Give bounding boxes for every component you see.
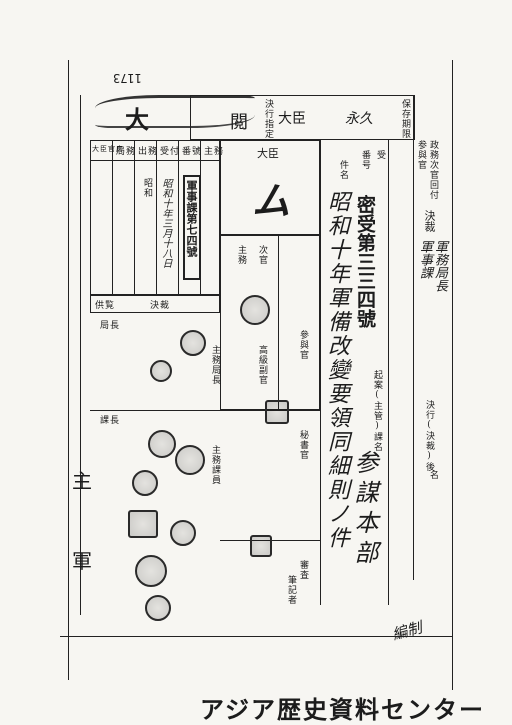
remarks-label: 審査 — [298, 560, 308, 580]
right-note-2: 軍事課 — [417, 240, 432, 279]
header-scribble — [95, 95, 255, 128]
vice-divider — [278, 235, 279, 410]
seal-11 — [250, 535, 272, 557]
document-subject: 昭和十年軍備改變要領同細則ノ件 — [324, 190, 349, 550]
left-grid-rule-mid — [90, 410, 220, 411]
affairs-label: 主務 — [236, 245, 246, 265]
left-grid-header-rule — [90, 160, 220, 161]
number-label: 番号 — [360, 150, 370, 170]
left-margin-line — [68, 60, 69, 680]
bureau-chief-label: 局長 — [100, 321, 121, 331]
right-label-2: 参與官 — [416, 140, 426, 170]
subject-rule-left — [320, 140, 321, 605]
seal-3 — [150, 360, 172, 382]
right-label-3: 回付 — [428, 180, 438, 200]
decision-label-right: 決裁 — [423, 210, 436, 232]
document-number: 1173 — [113, 71, 142, 85]
remarks-sub: 筆記者 — [286, 575, 296, 605]
seal-8 — [128, 510, 158, 538]
left-grid-header-5: 局務 — [116, 147, 137, 157]
minister-box — [220, 140, 320, 235]
seal-2 — [180, 330, 206, 356]
retention-label: 保存期限 — [400, 99, 410, 139]
right-label-1: 政務次官 — [428, 140, 438, 180]
minister-seal: ム — [252, 178, 291, 223]
minister-label: 大臣 — [257, 147, 279, 160]
left-grid-header-4: 出務 — [138, 147, 159, 157]
subject-rule-right — [388, 140, 389, 605]
margin-mark-1: 主 — [72, 469, 92, 493]
vice-label: 次官 — [257, 245, 267, 265]
header-block — [190, 95, 415, 140]
middle-rule-1 — [220, 410, 320, 411]
section-stamp-text: 軍事課第七四號 — [185, 180, 198, 257]
archive-footer: アジア歴史資料センター — [200, 696, 486, 724]
left-grid-header-6: 大臣官房 — [92, 145, 124, 153]
right-margin-line — [452, 60, 453, 690]
date-label: 昭和 — [142, 178, 152, 198]
affairs-chief-label: 主務局長 — [210, 345, 220, 385]
left-grid-header-3: 受付 — [160, 147, 181, 157]
handwritten-top: 大 — [125, 105, 149, 134]
seal-10 — [135, 555, 167, 587]
right-bottom-note: 名 — [428, 470, 438, 480]
left-grid-header-1: 主務 — [204, 147, 225, 157]
seal-4 — [265, 400, 289, 424]
subject-label: 件名 — [338, 160, 348, 180]
left-grid-date: 昭和十年三月十八日 — [160, 178, 171, 268]
receipt-label: 受 — [375, 150, 385, 160]
left-grid-header-2: 番號 — [182, 147, 203, 157]
origin-label: 起案(主管)課名 — [372, 370, 382, 452]
section-stamp — [183, 175, 201, 280]
right-column-rule — [413, 95, 414, 580]
circulation-row — [90, 295, 220, 313]
circulation-label-1: 決裁 — [150, 301, 171, 311]
chief-label: 高級副官 — [257, 345, 267, 385]
left-grid-col-1 — [112, 140, 113, 295]
document-number-stamp: 密受第三三四號 — [354, 195, 376, 328]
execution-label: 決行(決裁)後 — [424, 400, 434, 472]
seal-12 — [145, 595, 171, 621]
seal-7 — [132, 470, 158, 496]
affairs-staff-label: 主務課員 — [210, 445, 220, 485]
decision-label: 決行指定 — [263, 99, 273, 139]
seal-9 — [170, 520, 196, 546]
inspection-label: 閲 — [230, 112, 248, 133]
official-label: 參與官 — [298, 330, 308, 360]
left-grid-col-3 — [156, 140, 157, 295]
seal-1 — [240, 295, 270, 325]
right-note-1: 軍務局長 — [432, 240, 447, 292]
margin-mark-2: 軍 — [72, 549, 92, 573]
seal-5 — [148, 430, 176, 458]
inner-left-rule — [80, 95, 81, 615]
circulation-label-2: 供覧 — [95, 301, 116, 311]
seal-6 — [175, 445, 205, 475]
vice-box — [220, 235, 320, 410]
secretary-label: 秘書官 — [298, 430, 308, 460]
left-grid — [90, 140, 220, 295]
section-chief-label: 課長 — [100, 416, 121, 426]
bottom-rule — [60, 636, 452, 637]
minister-mark: 大臣 — [278, 111, 306, 127]
left-grid-col-4 — [178, 140, 179, 295]
left-grid-col-2 — [134, 140, 135, 295]
origin-note: 編制 — [390, 618, 424, 644]
origin-dept: 参謀本部 — [350, 450, 378, 570]
retention-value: 永久 — [345, 111, 373, 127]
